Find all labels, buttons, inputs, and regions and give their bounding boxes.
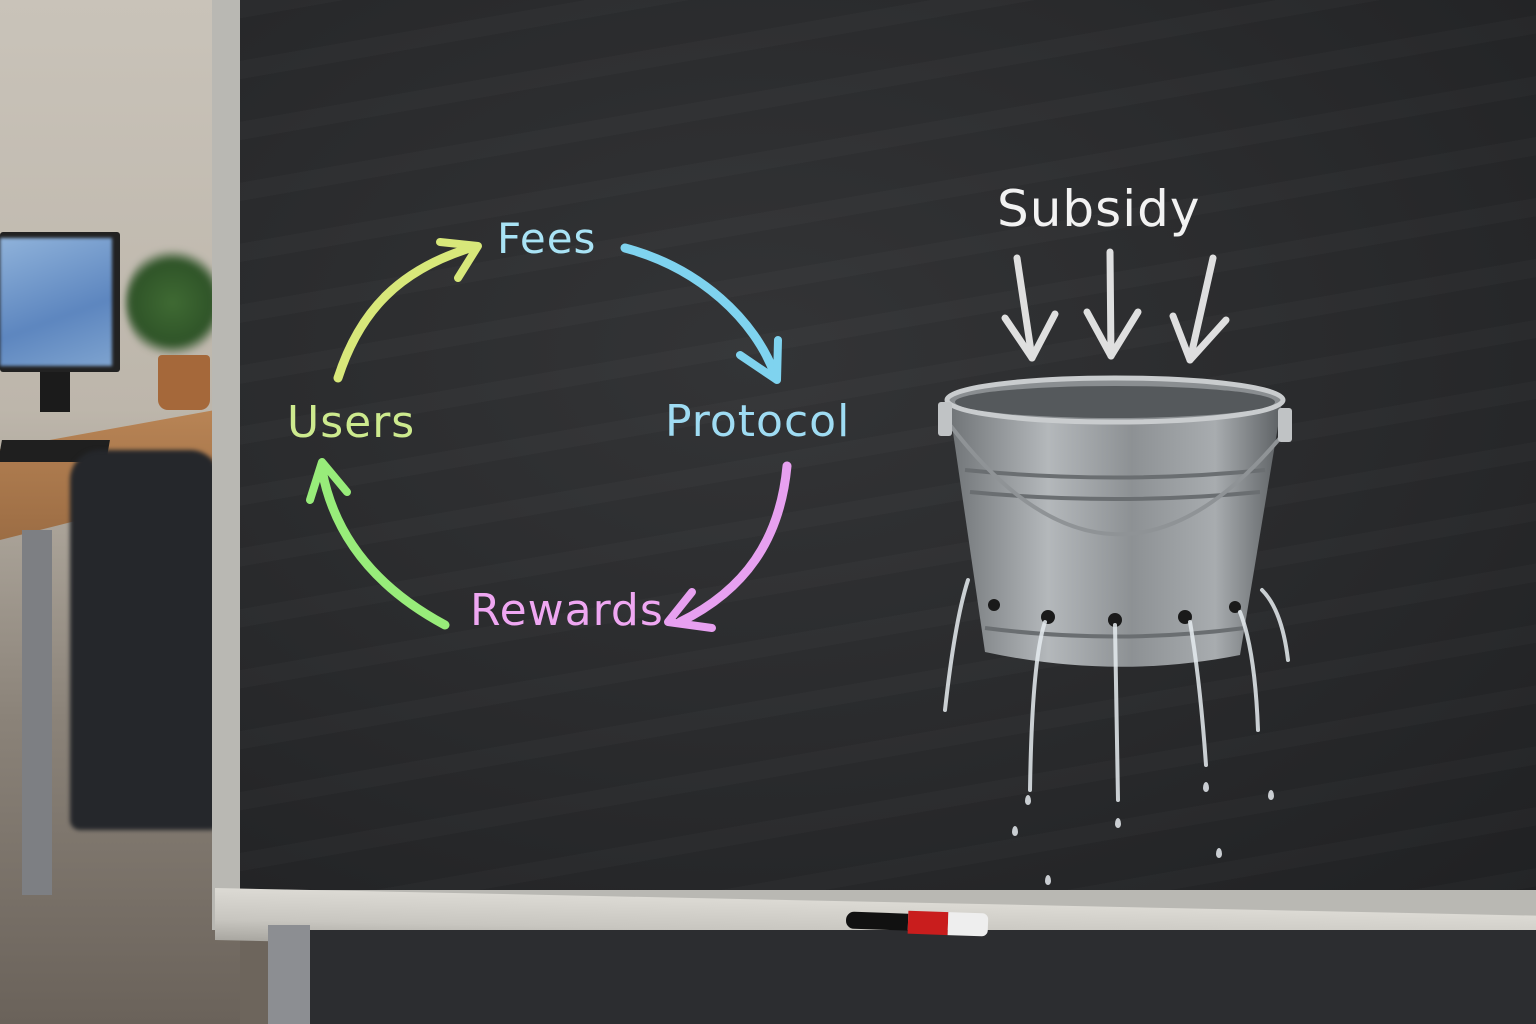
label-subsidy: Subsidy <box>997 180 1201 238</box>
marker-band <box>907 910 949 936</box>
water-drop <box>1115 818 1121 828</box>
water-drop <box>1268 790 1274 800</box>
desk-leg <box>22 530 52 895</box>
label-users: Users <box>287 397 416 448</box>
plant-pot <box>158 355 210 410</box>
board-stand-shadow <box>268 930 1536 1024</box>
label-fees: Fees <box>497 214 597 263</box>
label-protocol: Protocol <box>665 396 851 447</box>
board-stand-leg <box>268 925 310 1024</box>
water-drop <box>1025 795 1031 805</box>
marker <box>845 909 989 937</box>
marker-cap <box>947 912 989 937</box>
leaking-bucket <box>938 375 1292 802</box>
water-drop <box>1203 782 1209 792</box>
water-drop <box>1045 875 1051 885</box>
potted-plant <box>125 245 220 360</box>
marker-body <box>845 911 909 931</box>
monitor-screen <box>0 238 112 366</box>
chalkboard <box>240 0 1536 890</box>
label-rewards: Rewards <box>470 585 664 636</box>
chalk-smudges <box>240 0 1536 890</box>
water-drop <box>1012 826 1018 836</box>
computer-monitor <box>0 232 120 372</box>
water-drop <box>1216 848 1222 858</box>
monitor-stand <box>40 372 70 412</box>
office-chair <box>70 450 220 830</box>
